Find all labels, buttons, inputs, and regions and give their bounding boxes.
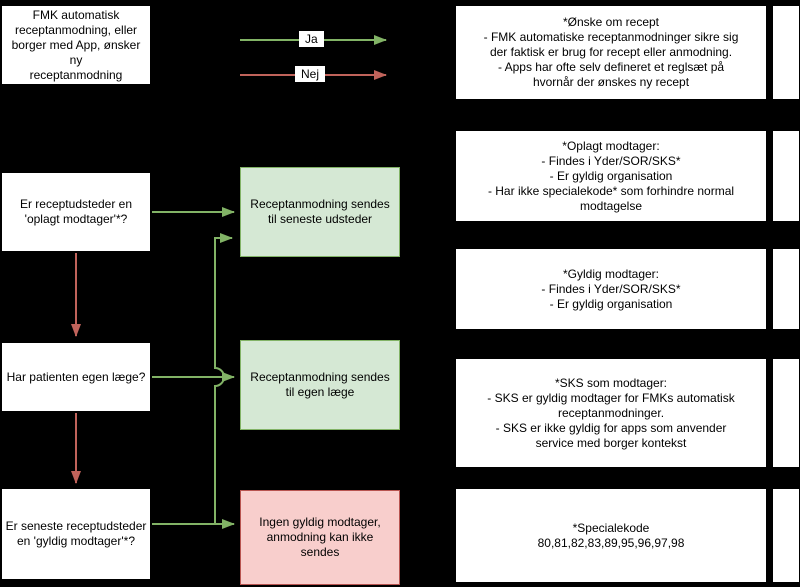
note-sks-som-modtager: *SKS som modtager: - SKS er gyldig modta… (455, 358, 767, 468)
edge-label-yes: Ja (299, 31, 324, 48)
start-node: FMK automatisk receptanmodning, eller bo… (1, 5, 151, 85)
decision-oplagt-modtager: Er receptudsteder en 'oplagt modtager'*? (1, 172, 151, 252)
note-onske-om-recept: *Ønske om recept - FMK automatiske recep… (455, 5, 767, 100)
note-oplagt-modtager: *Oplagt modtager: - Findes i Yder/SOR/SK… (455, 130, 767, 222)
note-gyldig-modtager: *Gyldig modtager: - Findes i Yder/SOR/SK… (455, 248, 767, 330)
outcome-own-doctor: Receptanmodning sendes til egen læge (240, 340, 400, 430)
outcome-invalid-recipient: Ingen gyldig modtager, anmodning kan ikk… (240, 490, 400, 585)
note-sliver-5 (772, 488, 800, 583)
arrow-q3-yes-to-latest-issuer (214, 233, 233, 524)
note-specialekode: *Specialekode 80,81,82,83,89,95,96,97,98 (455, 488, 767, 583)
decision-gyldig-modtager: Er seneste receptudsteder en 'gyldig mod… (1, 488, 151, 580)
note-sliver-4 (772, 358, 800, 468)
note-sliver-2 (772, 130, 800, 222)
note-sliver-1 (772, 5, 800, 100)
outcome-latest-issuer: Receptanmodning sendes til seneste udste… (240, 167, 400, 257)
edge-label-no: Nej (295, 66, 326, 83)
decision-egen-laege: Har patienten egen læge? (1, 342, 151, 412)
note-sliver-3 (772, 248, 800, 330)
